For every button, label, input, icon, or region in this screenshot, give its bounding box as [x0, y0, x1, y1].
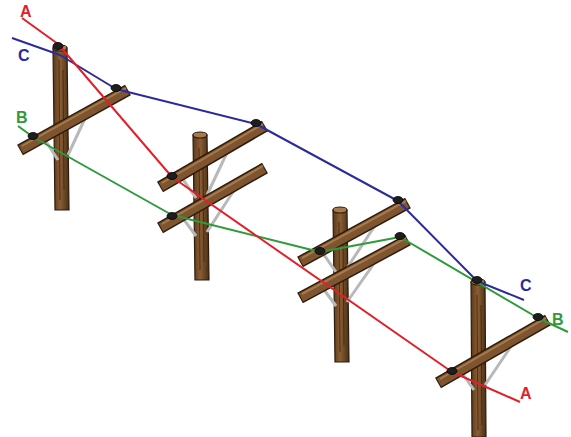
pole: [53, 45, 486, 437]
phase-label: B: [552, 312, 564, 328]
phase-label: A: [20, 4, 32, 20]
crossarm: [20, 88, 548, 383]
phase-wire: [12, 18, 568, 402]
phase-label: C: [18, 48, 30, 64]
phase-label: A: [520, 386, 532, 402]
phase-label: C: [520, 278, 532, 294]
phase-label: B: [16, 110, 28, 126]
insulator: [28, 43, 543, 375]
